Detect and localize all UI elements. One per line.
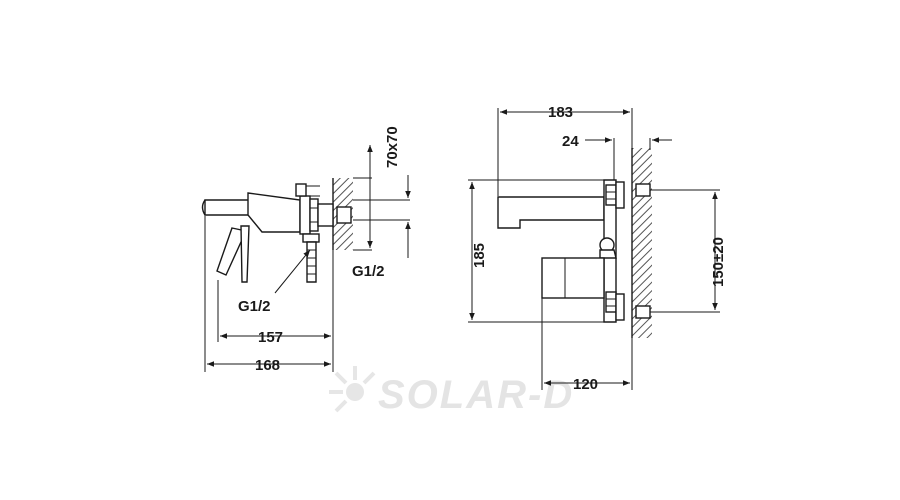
dim-spacing-150: 150±20 (710, 237, 727, 287)
thread-outlet-label: G1/2 (352, 263, 385, 280)
dim-offset-24: 24 (562, 133, 579, 150)
front-eccentric-bottom (615, 293, 625, 321)
flange-size-label: 70x70 (384, 126, 401, 168)
front-nut-top (605, 184, 617, 206)
dim-height-185: 185 (471, 243, 488, 268)
side-spout-tip (201, 199, 206, 216)
dim-width-183: 183 (548, 104, 573, 121)
front-cartridge (541, 257, 605, 299)
side-outlet-nut (302, 233, 320, 243)
thread-inlet-label: G1/2 (238, 298, 271, 315)
side-connector (317, 203, 334, 227)
watermark-text: SOLAR-D (378, 373, 574, 417)
front-spout (497, 196, 605, 229)
front-view: 183 24 185 150±20 120 (468, 104, 727, 393)
dim-width-157: 157 (258, 329, 283, 346)
front-wall-pipe-bottom (635, 305, 651, 319)
side-top-cap (295, 183, 307, 197)
dim-body-120: 120 (573, 376, 598, 393)
side-body-collar (299, 195, 311, 235)
side-lever-stem (240, 225, 250, 283)
watermark: SOLAR-D (329, 366, 574, 417)
dim-width-168: 168 (255, 357, 280, 374)
front-eccentric-top (615, 181, 625, 209)
side-body (247, 192, 301, 233)
side-hose-connector (306, 241, 317, 283)
side-nut (309, 198, 319, 232)
side-wall-pipe (336, 206, 352, 224)
front-wall-pipe-top (635, 183, 651, 197)
side-view: 168 157 G1/2 70x70 G1/2 (201, 126, 411, 374)
sun-rays-icon (329, 366, 376, 413)
front-nut-bottom (605, 291, 617, 313)
